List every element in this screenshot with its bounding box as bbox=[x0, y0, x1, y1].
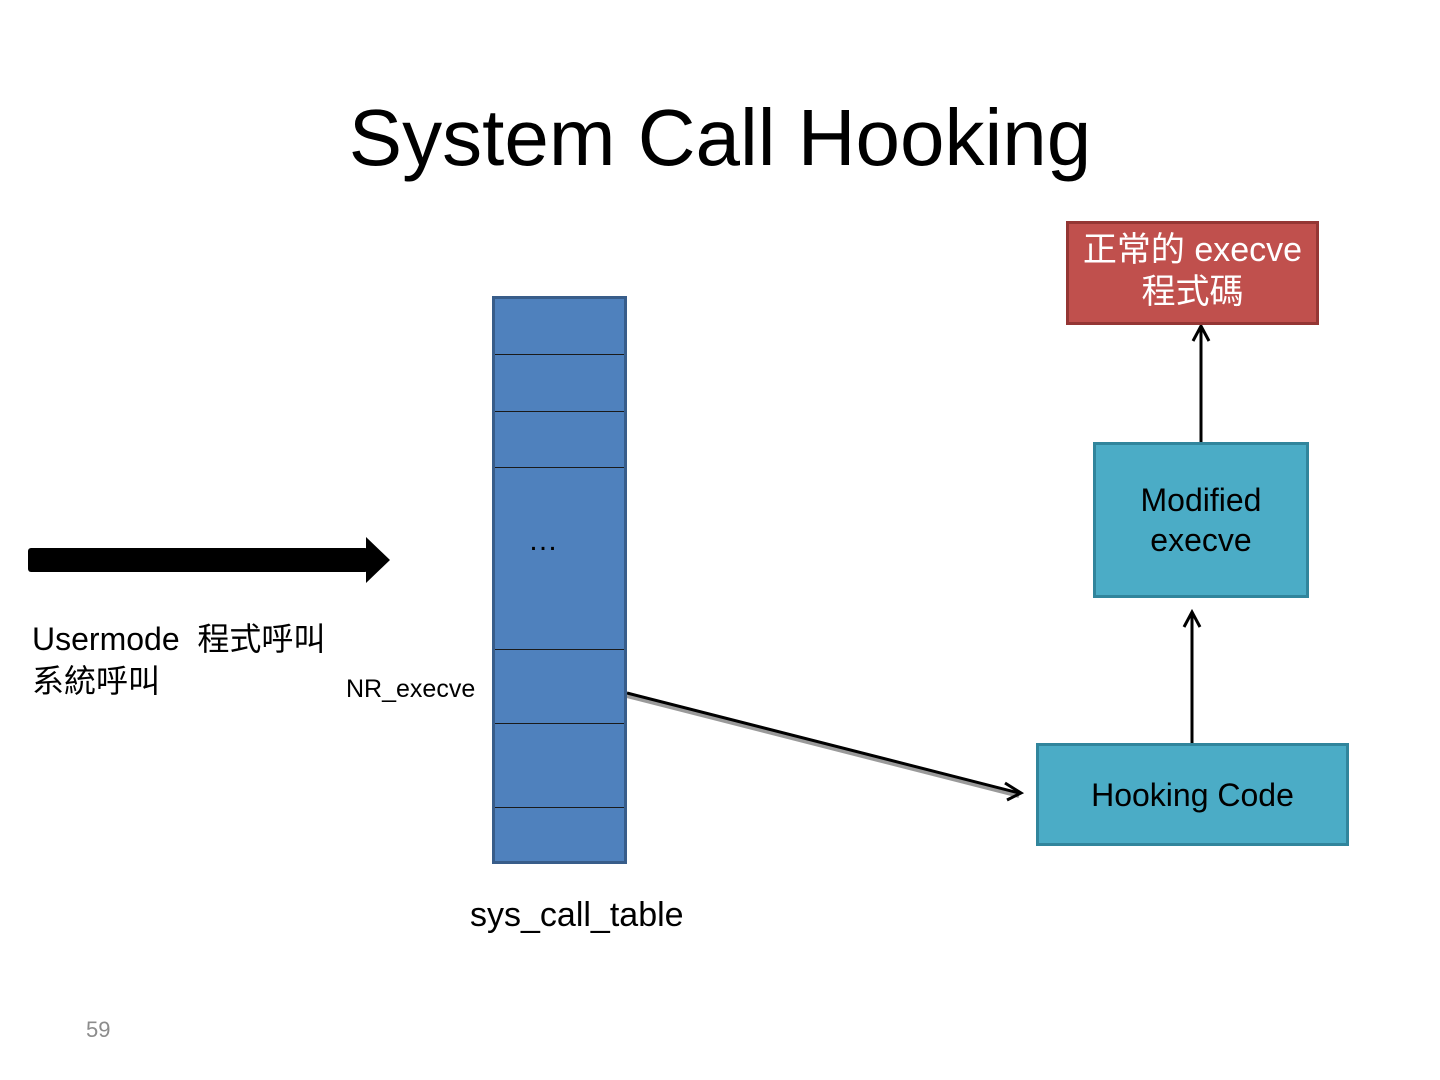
table-entry-divider bbox=[495, 807, 624, 808]
table-entry-divider bbox=[495, 723, 624, 724]
table-entry-divider bbox=[495, 467, 624, 468]
usermode-caption: Usermode 程式呼叫 系統呼叫 bbox=[32, 618, 325, 702]
usermode-call-arrow bbox=[28, 537, 390, 583]
table-entry-divider bbox=[495, 411, 624, 412]
usermode-caption-line1: Usermode 程式呼叫 bbox=[32, 621, 326, 657]
hooking-to-modified-arrow bbox=[1182, 608, 1202, 745]
table-entry-divider bbox=[495, 354, 624, 355]
modified-execve-label-line2: execve bbox=[1150, 522, 1252, 558]
sys-call-table-label: sys_call_table bbox=[470, 896, 684, 934]
hooking-code-box: Hooking Code bbox=[1036, 743, 1349, 846]
normal-execve-box: 正常的 execve 程式碼 bbox=[1066, 221, 1319, 325]
hooking-code-label: Hooking Code bbox=[1091, 776, 1294, 813]
modified-to-normal-arrow bbox=[1191, 322, 1211, 442]
usermode-caption-line2: 系統呼叫 bbox=[32, 663, 161, 699]
table-entry-divider bbox=[495, 649, 624, 650]
table-ellipsis: … bbox=[528, 524, 560, 557]
nr-execve-label: NR_execve bbox=[346, 675, 476, 703]
normal-execve-label: 正常的 execve 程式碼 bbox=[1082, 231, 1303, 311]
modified-execve-label-line1: Modified bbox=[1140, 482, 1262, 518]
sys-call-table bbox=[492, 296, 627, 864]
slide-title: System Call Hooking bbox=[348, 93, 1092, 182]
modified-execve-box: Modified execve bbox=[1093, 442, 1309, 598]
table-to-hooking-arrow bbox=[626, 691, 1025, 802]
page-number: 59 bbox=[86, 1017, 111, 1042]
